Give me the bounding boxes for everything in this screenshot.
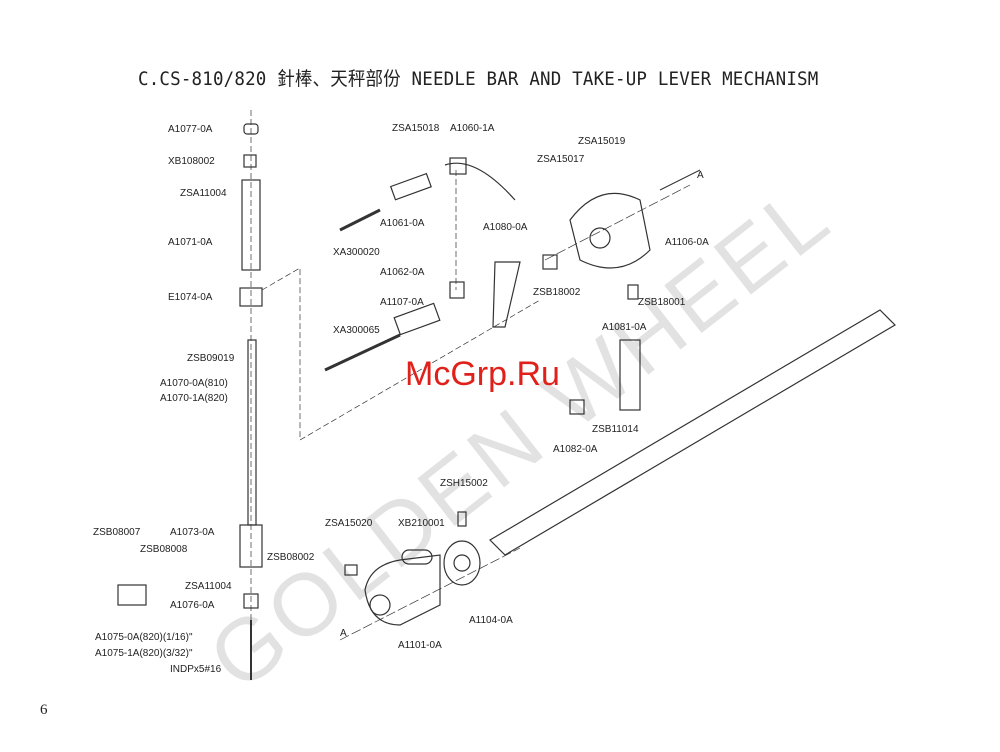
part-a1070 <box>247 339 257 526</box>
label-zsa15019: ZSA15019 <box>578 136 626 147</box>
part-a1106 <box>569 192 651 269</box>
label-a1076: A1076-0A <box>170 600 215 611</box>
page-number: 6 <box>40 702 48 718</box>
part-a1107 <box>393 302 441 336</box>
label-xa300065: XA300065 <box>333 325 380 336</box>
label-zsb09019: ZSB09019 <box>187 353 235 364</box>
screw-zsb18001 <box>627 284 639 300</box>
label-zsa11004-bottom: ZSA11004 <box>185 581 232 592</box>
label-zsh15002: ZSH15002 <box>440 478 488 489</box>
part-a1060-hub <box>449 157 467 175</box>
label-a1070-810: A1070-0A(810) <box>160 378 228 389</box>
label-zsa11004-top: ZSA11004 <box>180 188 227 199</box>
label-e1074: E1074-0A <box>168 292 213 303</box>
label-zsb08002: ZSB08002 <box>267 552 315 563</box>
label-a1082: A1082-0A <box>553 444 598 455</box>
part-a1104 <box>443 540 481 586</box>
part-a1060 <box>444 162 516 201</box>
part-a1081 <box>619 339 641 411</box>
part-a1075 <box>117 584 147 606</box>
part-main-shaft <box>489 309 896 556</box>
label-a1073: A1073-0A <box>170 527 215 538</box>
label-a1071: A1071-0A <box>168 237 213 248</box>
part-xb108002 <box>243 154 257 168</box>
label-a1106: A1106-0A <box>665 237 709 248</box>
label-xb210001: XB210001 <box>398 518 445 529</box>
label-a1061: A1061-0A <box>380 218 425 229</box>
part-a1061 <box>389 172 432 201</box>
label-a1104: A1104-0A <box>469 615 513 626</box>
label-zsb11014: ZSB11014 <box>592 424 639 435</box>
screw-zsh15002 <box>457 511 467 527</box>
label-a1062: A1062-0A <box>380 267 425 278</box>
screw-zsa15020 <box>344 564 358 576</box>
label-a1070-820: A1070-1A(820) <box>160 393 228 404</box>
label-a1101: A1101-0A <box>398 640 442 651</box>
page-title: C.CS-810/820 針棒、天秤部份 NEEDLE BAR AND TAKE… <box>138 68 819 90</box>
label-a1075-1a: A1075-1A(820)(3/32)" <box>95 648 193 659</box>
label-indp: INDPx5#16 <box>170 664 222 675</box>
label-zsb18001: ZSB18001 <box>638 297 686 308</box>
label-zsb08007: ZSB08007 <box>93 527 141 538</box>
label-zsb18002: ZSB18002 <box>533 287 581 298</box>
label-arrow-a-bottom: A <box>340 628 347 639</box>
label-zsb08008: ZSB08008 <box>140 544 188 555</box>
part-xb210001 <box>401 549 433 565</box>
label-a1081: A1081-0A <box>602 322 647 333</box>
part-a1082 <box>569 399 585 415</box>
label-arrow-a-top: A <box>697 170 704 181</box>
part-xa300020 <box>339 208 381 232</box>
label-zsa15020: ZSA15020 <box>325 518 373 529</box>
part-a1062 <box>449 281 465 299</box>
label-zsa15017: ZSA15017 <box>537 154 585 165</box>
screw-zsb18002 <box>542 254 558 270</box>
label-zsa15018: ZSA15018 <box>392 123 440 134</box>
label-a1080: A1080-0A <box>483 222 528 233</box>
label-a1060: A1060-1A <box>450 123 495 134</box>
part-a1080 <box>492 261 521 328</box>
label-a1077: A1077-0A <box>168 124 213 135</box>
part-a1071 <box>241 179 261 271</box>
mcgrp-watermark: McGrp.Ru <box>405 355 560 393</box>
label-a1075-0a: A1075-0A(820)(1/16)" <box>95 632 193 643</box>
part-xa300065 <box>324 333 401 372</box>
label-xa300020: XA300020 <box>333 247 380 258</box>
label-a1107: A1107-0A <box>380 297 424 308</box>
label-xb108002: XB108002 <box>168 156 215 167</box>
part-e1074 <box>239 287 263 307</box>
